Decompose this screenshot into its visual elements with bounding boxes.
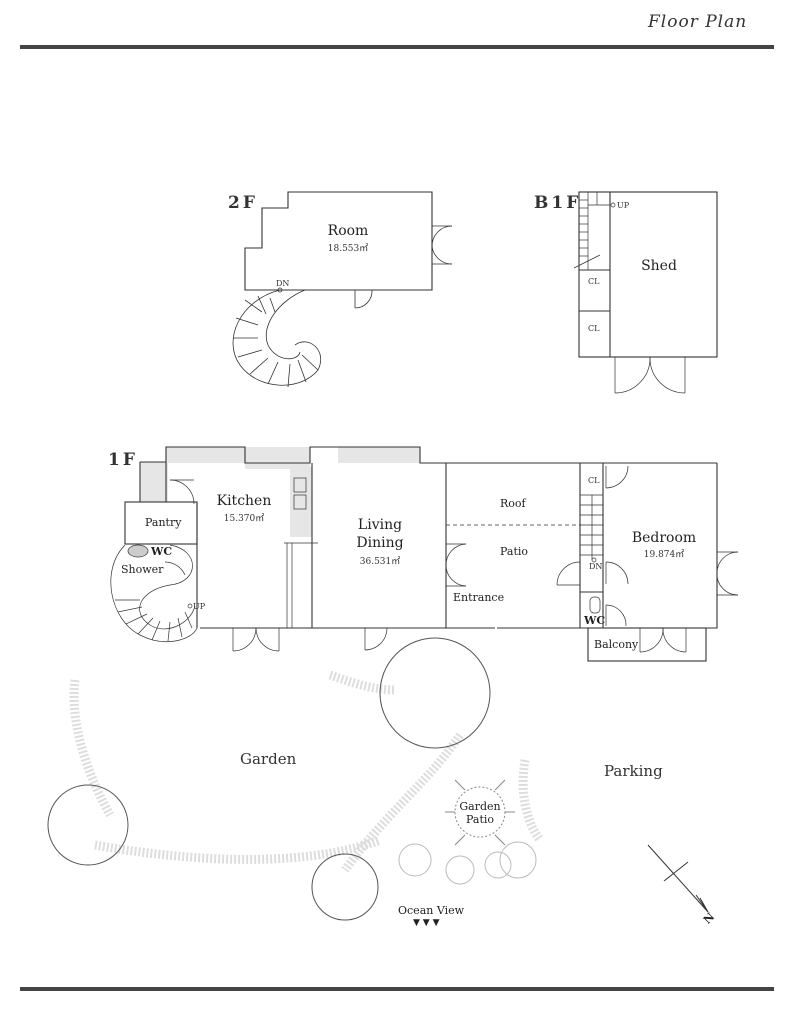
patio-label: Patio xyxy=(500,545,529,558)
closet-3-label: CL xyxy=(588,476,600,485)
shower-label: Shower xyxy=(121,563,164,576)
floor-label-2f: 2F xyxy=(228,193,258,213)
garden-landscape xyxy=(47,637,544,921)
ocean-view-label: Ocean View xyxy=(398,904,465,917)
stair-up-1f: UP xyxy=(193,602,206,611)
bedroom-name: Bedroom xyxy=(631,530,697,546)
living-name-line1: Living xyxy=(357,517,403,533)
kitchen-area: 15.370㎡ xyxy=(223,514,265,524)
floor-label-1f: 1F xyxy=(108,450,138,470)
garden-label: Garden xyxy=(240,750,297,768)
pantry-label: Pantry xyxy=(145,516,182,529)
ocean-view-arrows: ▼ ▼ ▼ xyxy=(413,918,440,928)
wc-2-label: WC xyxy=(584,614,606,627)
floor-plan-logo: Floor Plan xyxy=(648,12,748,32)
kitchen-name: Kitchen xyxy=(216,493,272,509)
stair-up-b1f: UP xyxy=(617,201,630,210)
roof-label: Roof xyxy=(500,497,526,510)
shed-name: Shed xyxy=(641,258,677,274)
stair-dn-1f: DN xyxy=(589,562,603,571)
garden-patio-label-line1: Garden xyxy=(459,800,501,813)
stair-dn-2f: DN xyxy=(276,279,290,288)
floor-label-b1f: B1F xyxy=(534,193,582,213)
garden-patio-label-line2: Patio xyxy=(465,813,495,826)
living-name-line2: Dining xyxy=(356,535,404,551)
top-rule xyxy=(20,45,774,49)
floor-b1f-plan xyxy=(573,191,718,394)
parking-label: Parking xyxy=(604,762,663,780)
balcony-label: Balcony xyxy=(594,638,639,651)
closet-1-label: CL xyxy=(588,277,600,286)
floor-1f-plan xyxy=(110,446,739,662)
bedroom-area: 19.874㎡ xyxy=(643,550,685,560)
wc-1-label: WC xyxy=(151,545,173,558)
closet-2-label: CL xyxy=(588,324,600,333)
bottom-rule xyxy=(20,987,774,991)
entrance-label: Entrance xyxy=(453,591,505,604)
room-name: Room xyxy=(327,223,369,239)
floor-2f-plan xyxy=(232,191,453,388)
compass xyxy=(647,844,709,913)
room-area: 18.553㎡ xyxy=(327,244,369,254)
living-area: 36.531㎡ xyxy=(359,557,401,567)
